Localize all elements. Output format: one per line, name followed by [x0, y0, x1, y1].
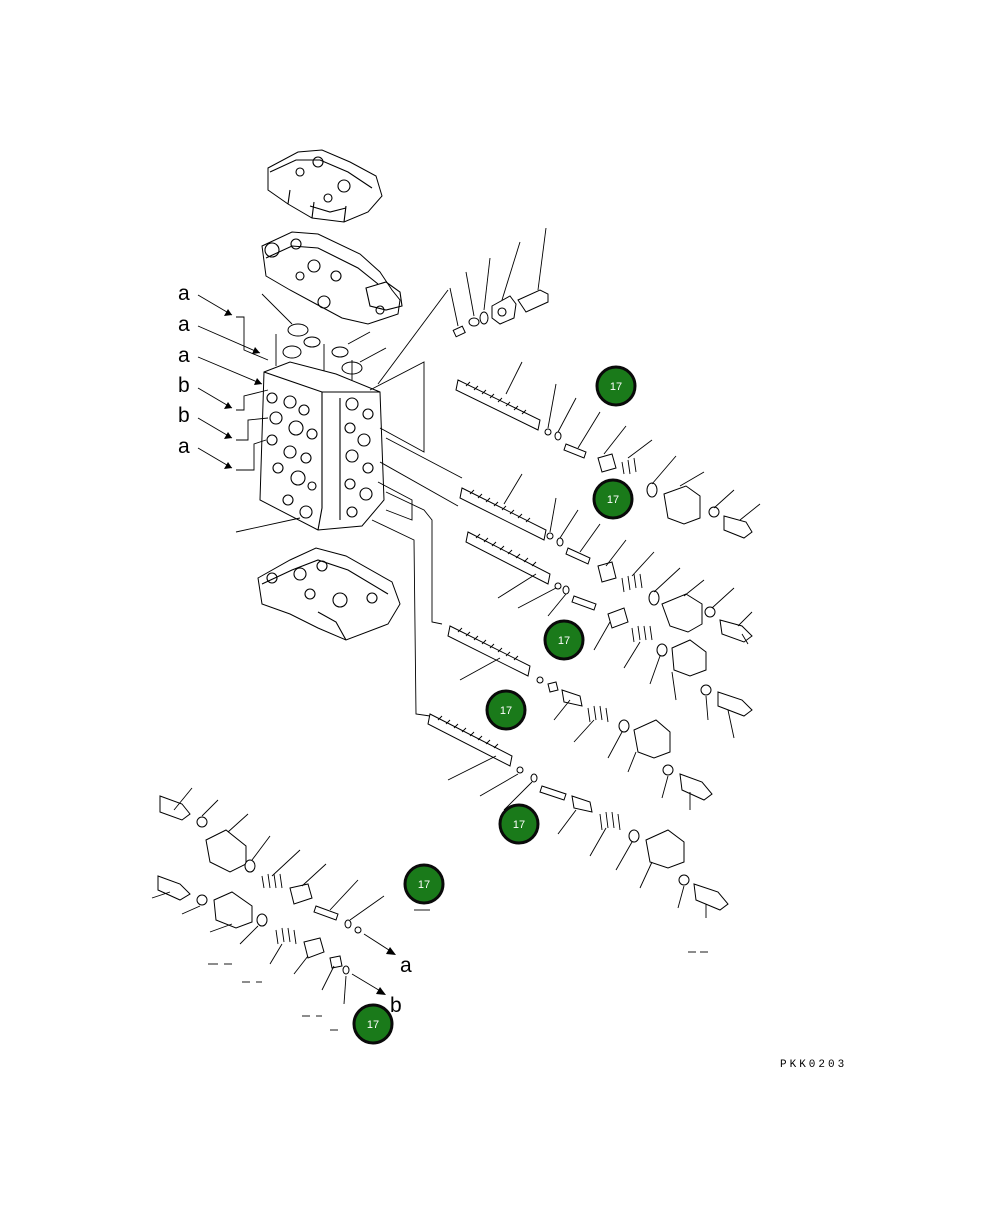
spool-row-4: [447, 625, 713, 810]
ref-label-a-2: a: [178, 313, 190, 336]
spool-row-1: [455, 361, 761, 539]
drawing-code: PKK0203: [780, 1059, 847, 1071]
ref-label-a-4: a: [178, 435, 190, 458]
spool-row-5: [427, 713, 729, 953]
ref-label-b-bottom: b: [390, 994, 402, 1017]
upper-valve-section: [261, 231, 403, 325]
reference-arrows-left: a a a b b a: [178, 282, 269, 471]
callout-badge-7[interactable]: 17: [352, 1003, 394, 1045]
top-cover-housing: [267, 149, 383, 223]
spool-leader-lines: [369, 289, 463, 717]
relief-valve-parts: [449, 227, 549, 338]
callout-badge-1[interactable]: 17: [595, 365, 637, 407]
callout-badge-6[interactable]: 17: [403, 863, 445, 905]
callout-number: 17: [367, 1019, 379, 1031]
callout-number: 17: [558, 635, 570, 647]
callout-number: 17: [610, 381, 622, 393]
callout-number: 17: [500, 705, 512, 717]
bottom-left-assembly-b: b: [151, 875, 402, 1031]
callout-number: 17: [513, 819, 525, 831]
ref-label-b-1: b: [178, 374, 190, 397]
gasket-set: [261, 293, 387, 380]
lower-valve-section: [235, 517, 401, 641]
callout-number: 17: [418, 879, 430, 891]
callout-number: 17: [607, 494, 619, 506]
ref-label-b-2: b: [178, 404, 190, 427]
callout-badge-3[interactable]: 17: [543, 619, 585, 661]
bottom-left-assembly-a: a: [159, 787, 430, 977]
callout-badge-2[interactable]: 17: [592, 478, 634, 520]
spool-row-2: [459, 473, 601, 565]
callout-badge-5[interactable]: 17: [498, 803, 540, 845]
ref-label-a-bottom: a: [400, 954, 412, 977]
callout-badge-4[interactable]: 17: [485, 689, 527, 731]
ref-label-a-3: a: [178, 344, 190, 367]
spool-row-3: [465, 531, 753, 739]
ref-label-a-1: a: [178, 282, 190, 305]
main-valve-block: [259, 361, 385, 531]
